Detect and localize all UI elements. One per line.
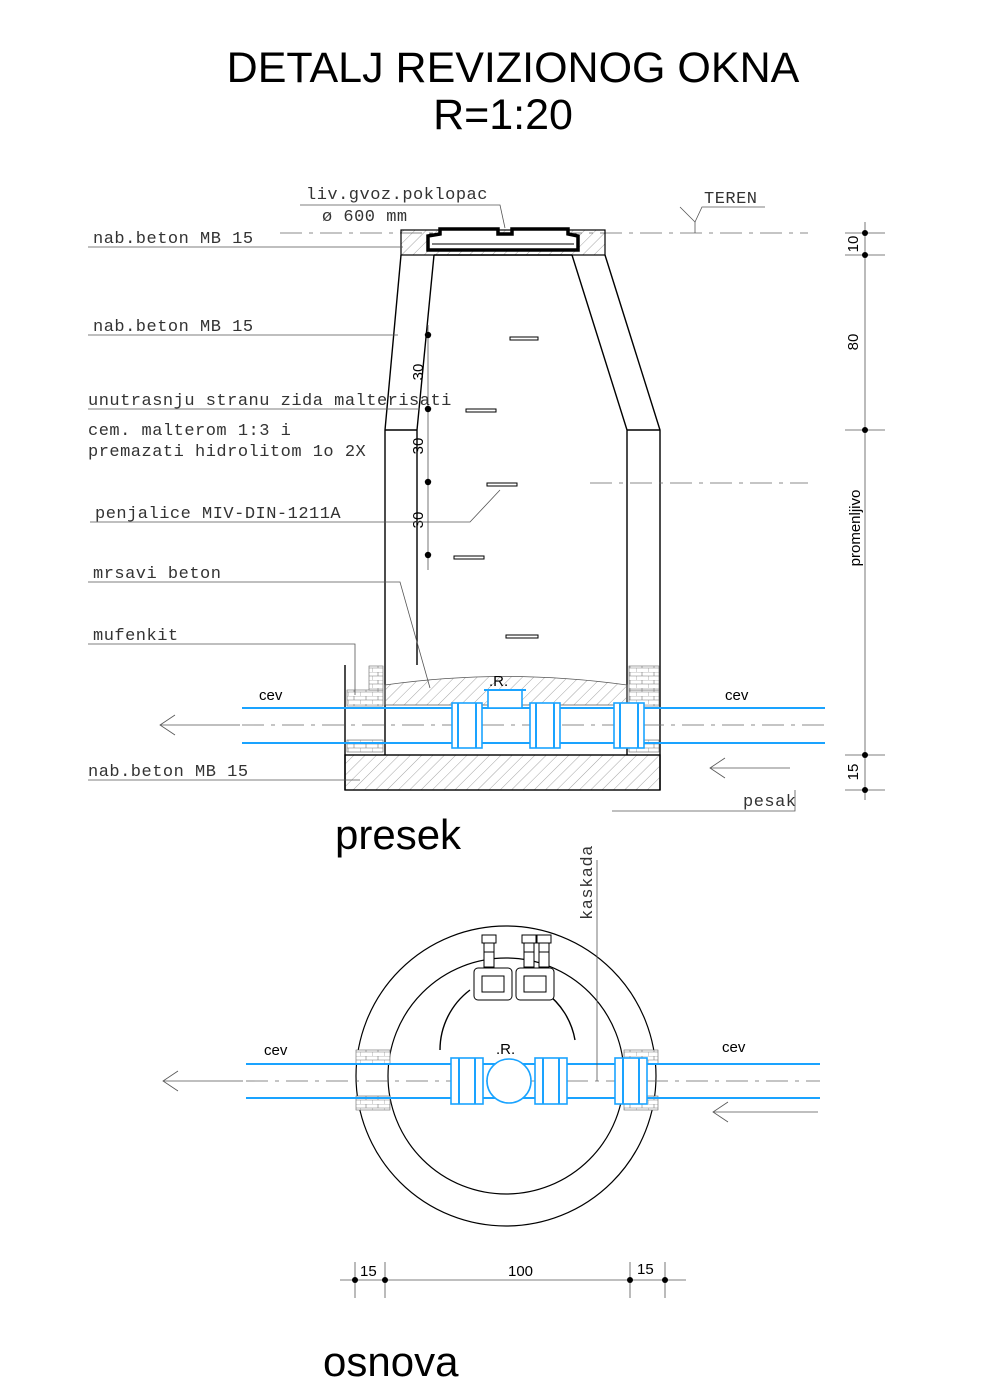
- ladder-rungs: [453, 336, 539, 639]
- dim-right-variable: promenljivo: [847, 490, 864, 567]
- label-lean-concrete: mrsavi beton: [93, 565, 221, 584]
- ladder-dim-2: 30: [410, 438, 427, 455]
- plan-outer-ring: [355, 925, 657, 1227]
- base-slab: [344, 754, 661, 791]
- label-ladder: penjalice MIV-DIN-1211A: [95, 505, 341, 524]
- section-title: presek: [335, 811, 462, 858]
- label-plaster-1: unutrasnju stranu zida malterisati: [88, 392, 452, 411]
- cev-right-plan: cev: [722, 1039, 746, 1056]
- manhole-cover: [426, 227, 580, 252]
- drawing-title: DETALJ REVIZIONOG OKNA: [227, 44, 800, 92]
- section-view: TEREN liv.gvoz.poklopac ø 600 mm: [88, 186, 885, 812]
- label-plaster-2: cem. malterom 1:3 i: [88, 422, 291, 441]
- plan-dim-center: 100: [508, 1263, 533, 1280]
- label-pesak: pesak: [743, 793, 797, 812]
- plan-dim-left: 15: [360, 1263, 377, 1280]
- label-plaster-3: premazati hidrolitom 1o 2X: [88, 443, 366, 462]
- revision-label-plan: .R.: [496, 1041, 515, 1058]
- cover-size-label: ø 600 mm: [322, 208, 408, 227]
- teren-label: TEREN: [704, 190, 758, 209]
- cev-left-section: cev: [259, 687, 283, 704]
- plan-dim-right: 15: [637, 1261, 654, 1278]
- revision-label-section: .R.: [489, 673, 508, 690]
- ladder-dim-3: 30: [410, 512, 427, 529]
- ladder-brackets: [473, 934, 555, 1001]
- label-beton-bottom: nab.beton MB 15: [88, 763, 249, 782]
- label-beton-top: nab.beton MB 15: [93, 230, 254, 249]
- cev-left-plan: cev: [264, 1042, 288, 1059]
- dim-right-80: 80: [845, 334, 862, 351]
- pipe-section: [242, 689, 825, 749]
- label-mufenkit: mufenkit: [93, 627, 179, 646]
- teren-marker: [679, 206, 765, 233]
- ladder-dim-1: 30: [410, 364, 427, 381]
- right-dimensions: [845, 222, 885, 800]
- dim-right-15: 15: [845, 764, 862, 781]
- plan-dimensions: [340, 1262, 686, 1298]
- plan-title: osnova: [323, 1338, 459, 1385]
- plan-view: [246, 860, 820, 1227]
- shaft-walls: [344, 254, 661, 790]
- kaskada-label: kaskada: [579, 845, 598, 920]
- revision-opening: [486, 1058, 532, 1104]
- cev-right-section: cev: [725, 687, 749, 704]
- label-beton-wall: nab.beton MB 15: [93, 318, 254, 337]
- drawing-scale: R=1:20: [433, 91, 573, 139]
- cover-label: liv.gvoz.poklopac: [306, 186, 488, 205]
- dim-right-10: 10: [845, 236, 862, 253]
